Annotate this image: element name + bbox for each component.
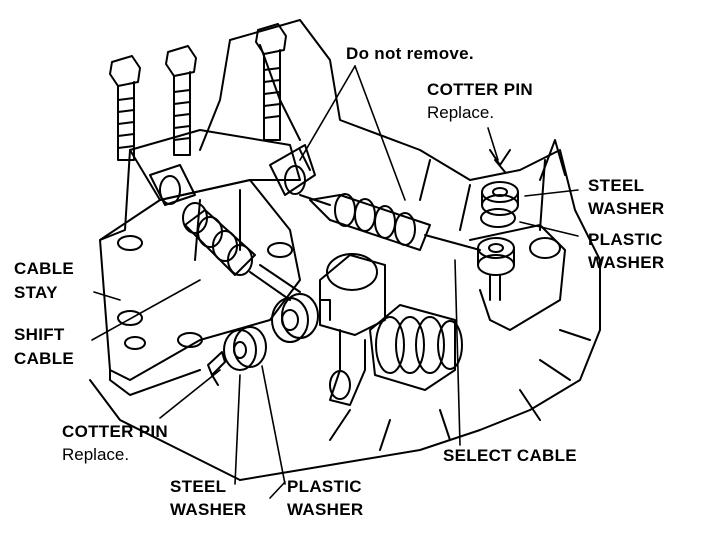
label-plastic-washer-right-line1: PLASTIC [588,230,663,249]
label-cotter-pin-bottom: COTTER PIN [62,422,168,441]
label-cable-stay-line1: CABLE [14,259,75,278]
label-shift-cable-line2: CABLE [14,349,75,368]
label-steel-washer-bottom-line1: STEEL [170,477,227,496]
shift-cable-boot [182,202,301,301]
cable-clips [149,144,316,206]
shift-cable-washers [207,293,319,386]
leader-lines [91,65,579,499]
label-plastic-washer-bottom-line2: WASHER [287,500,364,519]
label-steel-washer-right-line1: STEEL [588,176,645,195]
label-steel-washer-bottom-line2: WASHER [170,500,247,519]
label-replace-top: Replace. [427,103,495,122]
lower-boot [369,304,463,391]
select-cable-boot [299,193,481,251]
cable-stay-bracket [99,129,301,396]
label-do-not-remove: Do not remove. [346,44,474,63]
mounting-bolts [109,23,287,161]
label-steel-washer-right-line2: WASHER [588,199,665,218]
label-plastic-washer-right-line2: WASHER [588,253,665,272]
label-shift-cable-line1: SHIFT [14,325,65,344]
label-select-cable: SELECT CABLE [443,446,577,465]
label-cotter-pin-top: COTTER PIN [427,80,533,99]
shift-lever [319,253,386,406]
label-plastic-washer-bottom-line1: PLASTIC [287,477,362,496]
select-lever [469,149,566,331]
transmission-housing [89,19,601,481]
label-replace-bottom: Replace. [62,445,130,464]
label-cable-stay-line2: STAY [14,283,58,302]
